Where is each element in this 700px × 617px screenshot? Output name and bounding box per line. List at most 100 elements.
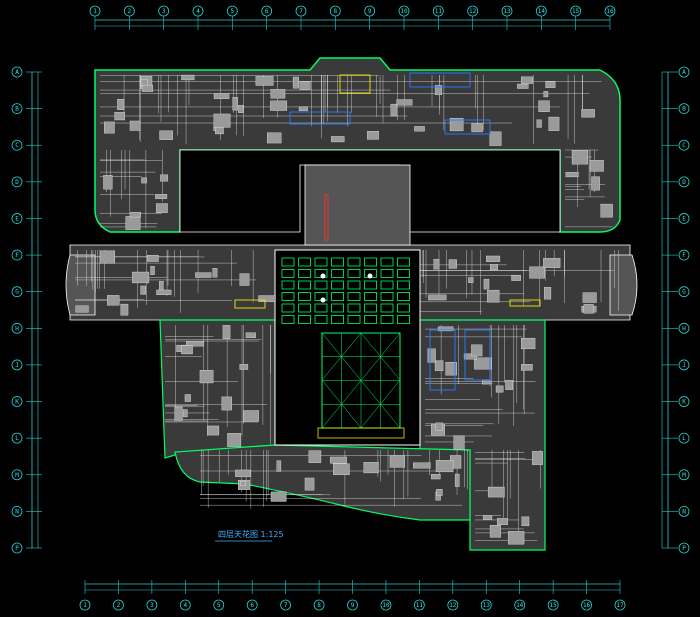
axis-bubble: [158, 5, 170, 17]
axis-bubble: [11, 505, 23, 517]
axis-label: 15: [572, 8, 580, 15]
skylight-diagonal-grid: [317, 332, 405, 439]
axis-bubble: [547, 599, 559, 611]
axis-label: G: [682, 289, 686, 296]
central-core: [304, 164, 411, 246]
axis-label: M: [15, 472, 19, 479]
axis-label: 16: [606, 8, 614, 15]
atrium-ceiling-grid: [281, 257, 410, 324]
axis-label: 9: [351, 602, 355, 609]
axis-label: E: [682, 215, 686, 222]
axis-bubble: [11, 249, 23, 261]
axis-label: 4: [184, 602, 188, 609]
axis-bubble: [11, 359, 23, 371]
axis-label: 13: [483, 602, 491, 609]
axis-bubble: [398, 5, 410, 17]
axis-bubble: [480, 599, 492, 611]
axis-bubble: [678, 286, 690, 298]
axis-label: 9: [368, 8, 372, 15]
axis-bubble: [678, 359, 690, 371]
west-bay: [65, 254, 96, 316]
axis-label: 11: [416, 602, 424, 609]
axis-bubble: [11, 469, 23, 481]
axis-bubble: [678, 103, 690, 115]
north-wing-outline: [94, 57, 621, 233]
axis-label: 5: [231, 8, 235, 15]
axis-label: F: [15, 252, 19, 259]
axis-bubble: [79, 599, 91, 611]
axis-label: 6: [265, 8, 269, 15]
axis-bubble: [570, 5, 582, 17]
axis-label: 16: [583, 602, 591, 609]
axis-label: 12: [469, 8, 477, 15]
axis-label: 5: [217, 602, 221, 609]
axis-label: K: [15, 399, 19, 406]
axis-label: 17: [616, 602, 624, 609]
axis-bubble: [535, 5, 547, 17]
axis-label: A: [15, 69, 19, 76]
axis-bubble: [604, 5, 616, 17]
axis-label: P: [682, 545, 686, 552]
axis-label: C: [15, 142, 19, 149]
axis-bubble: [432, 5, 444, 17]
axis-bubble: [11, 66, 23, 78]
axis-label: 4: [196, 8, 200, 15]
axis-bubble: [678, 322, 690, 334]
axis-bubble: [313, 599, 325, 611]
axis-bubble: [329, 5, 341, 17]
axis-label: 8: [317, 602, 321, 609]
axis-label: K: [682, 399, 686, 406]
building-plan: [65, 57, 638, 551]
axis-label: J: [15, 362, 19, 369]
axis-bubble: [678, 176, 690, 188]
axis-bubble: [678, 396, 690, 407]
axis-label: E: [15, 215, 19, 222]
axis-label: 2: [117, 602, 121, 609]
axis-bubble: [146, 599, 158, 611]
southwest-block: [159, 319, 276, 459]
axis-bubble: [11, 322, 23, 334]
axis-bubble: [113, 599, 124, 611]
axis-label: D: [682, 179, 686, 186]
axis-label: N: [682, 508, 686, 515]
axis-label: 15: [550, 602, 558, 609]
axis-bubble: [11, 432, 23, 444]
axis-label: 7: [299, 8, 303, 15]
axis-bubble: [261, 5, 273, 17]
axis-label: G: [15, 289, 19, 296]
axis-bubble: [678, 542, 690, 554]
axis-label: 7: [284, 602, 288, 609]
axis-bubble: [678, 249, 690, 261]
drawing-title: 四层天花图 1:125: [218, 529, 284, 539]
axis-bubble: [614, 599, 626, 611]
axis-bubble: [295, 5, 307, 17]
axis-label: 12: [449, 602, 457, 609]
axis-label: F: [682, 252, 686, 259]
axis-bubble: [246, 599, 258, 611]
axis-label: L: [682, 435, 686, 442]
axis-label: M: [682, 472, 686, 479]
axis-label: 1: [83, 602, 87, 609]
axis-label: L: [15, 435, 19, 442]
axis-bubble: [678, 469, 690, 481]
axis-bubble: [192, 5, 204, 17]
axis-label: 3: [150, 602, 154, 609]
east-bay: [609, 254, 638, 316]
room-partitions: [75, 74, 619, 545]
equipment-accents: [234, 72, 541, 391]
axis-label: 8: [334, 8, 338, 15]
axis-label: 3: [162, 8, 166, 15]
axis-bubble: [501, 5, 513, 17]
axis-bubble: [213, 599, 225, 611]
axis-bubble: [123, 5, 135, 17]
axis-bubble: [514, 599, 526, 611]
axis-label: J: [682, 362, 686, 369]
axis-label: 2: [128, 8, 132, 15]
axis-bubble: [226, 5, 238, 17]
axis-label: A: [682, 69, 686, 76]
atrium-frame: [274, 249, 421, 446]
axis-label: P: [15, 545, 19, 552]
